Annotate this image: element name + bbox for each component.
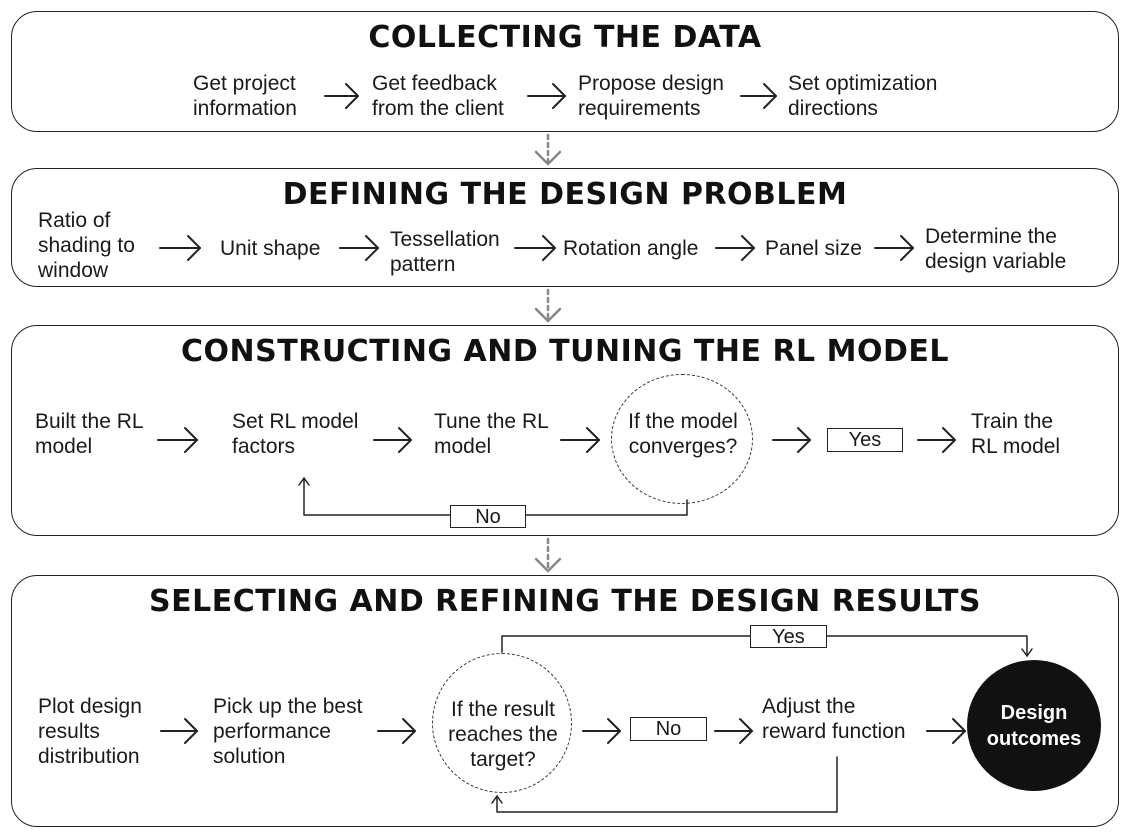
step-train-rl-model: Train the RL model	[971, 410, 1061, 458]
panel-title: COLLECTING THE DATA	[368, 20, 762, 55]
no-box-bottom: No	[630, 717, 707, 741]
step-get-feedback: Get feedback from the client	[372, 72, 504, 120]
panel-collecting-data: COLLECTING THE DATA	[11, 11, 1119, 132]
connector-1-2	[534, 133, 562, 166]
decision-converges-text: If the model converges?	[628, 410, 738, 458]
step-determine-variable: Determine the design variable	[925, 225, 1067, 273]
panel-title: SELECTING AND REFINING THE DESIGN RESULT…	[148, 584, 982, 619]
connector-2-3	[534, 288, 562, 323]
panel-defining-problem: DEFINING THE DESIGN PROBLEM	[11, 168, 1119, 287]
no-box: No	[450, 505, 526, 528]
step-adjust-reward: Adjust the reward function	[762, 695, 906, 743]
step-get-project-information: Get project information	[193, 72, 297, 120]
step-propose-requirements: Propose design requirements	[578, 72, 724, 120]
design-outcomes-node: Design outcomes	[967, 660, 1101, 791]
step-set-rl-factors: Set RL model factors	[232, 410, 359, 458]
yes-box: Yes	[827, 428, 903, 452]
yes-box-top: Yes	[750, 625, 827, 648]
step-built-rl-model: Built the RL model	[35, 410, 144, 458]
step-plot-results: Plot design results distribution	[38, 695, 142, 768]
step-panel-size: Panel size	[765, 237, 862, 260]
panel-rl-model: CONSTRUCTING AND TUNING THE RL MODEL	[11, 325, 1119, 536]
panel-title: CONSTRUCTING AND TUNING THE RL MODEL	[181, 334, 949, 369]
step-unit-shape: Unit shape	[220, 237, 321, 260]
panel-title: DEFINING THE DESIGN PROBLEM	[282, 177, 848, 212]
decision-target-text: If the result reaches the target?	[448, 698, 558, 771]
step-rotation-angle: Rotation angle	[563, 237, 699, 260]
connector-3-4	[534, 537, 562, 573]
step-tessellation: Tessellation pattern	[390, 228, 500, 276]
step-pick-best: Pick up the best performance solution	[213, 695, 363, 768]
step-tune-rl-model: Tune the RL model	[434, 410, 549, 458]
step-set-optimization: Set optimization directions	[788, 72, 938, 120]
step-ratio-shading: Ratio of shading to window	[38, 209, 135, 282]
